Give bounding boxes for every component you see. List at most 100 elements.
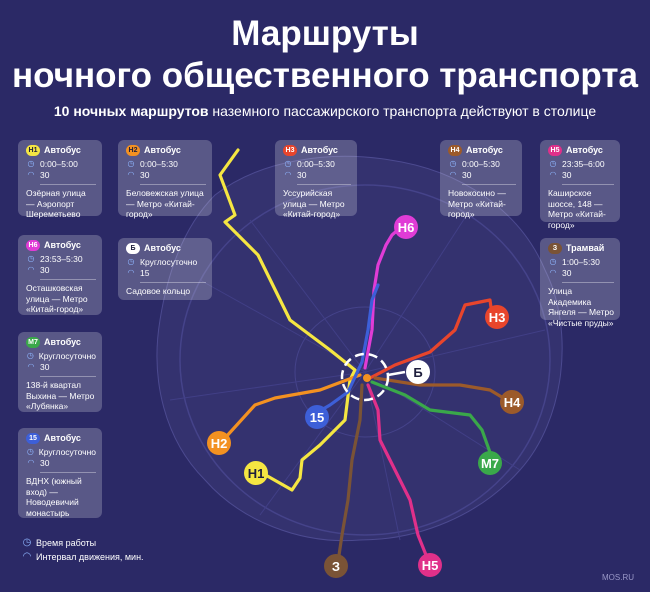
route-type: Автобус [566,145,603,156]
route-badge: Н1 [26,145,40,156]
route-line-m7 [370,380,494,460]
ttk-ring [294,306,436,438]
route-type: Автобус [144,145,181,156]
clock-icon: ◷ [127,159,135,169]
route-badge: Н2 [126,145,140,156]
clock-icon: ◷ [27,254,35,264]
route-hours: 23:53–5:30 [40,254,83,265]
route-interval: 30 [562,170,572,181]
marker-n2 [207,431,231,455]
route-type: Автобус [144,243,181,254]
route-desc: 138-й квартал Выхина — Метро «Лубянка» [26,380,95,411]
interval-icon: ◠ [549,268,557,278]
route-card-b: Б Автобус ◷ Круглосуточно ◠ 15 Садовое коль… [118,238,212,300]
clock-icon: ◷ [26,447,34,457]
route-line-z [336,383,364,564]
interval-icon: ◠ [449,170,457,180]
route-badge: Б [126,243,140,254]
route-hours: 0:00–5:00 [40,159,78,170]
clock-icon: ◷ [127,257,135,267]
legend-hours-label: Время работы [36,537,97,548]
page-subtitle: 10 ночных маршрутов наземного пассажирск… [0,103,650,120]
route-hours: 23:35–6:00 [562,159,605,170]
interval-icon: ◠ [22,551,32,562]
marker-b [406,360,430,384]
interval-icon: ◠ [127,170,135,180]
route-hours: Круглосуточно [140,257,198,268]
clock-icon: ◷ [27,159,35,169]
route-type: Автобус [44,240,81,251]
route-desc: Беловежская улица — Метро «Китай-город» [126,188,204,219]
clock-icon: ◷ [26,351,34,361]
route-hours: 0:00–5:30 [462,159,500,170]
route-badge: Н3 [283,145,297,156]
route-hours: 0:00–5:30 [297,159,335,170]
marker-n3 [485,305,509,329]
marker-z-label: З [332,559,340,574]
route-line-n1 [218,148,357,492]
route-line-n6 [363,226,402,370]
route-badge: 15 [26,433,40,444]
page-title-line2: ночного общественного транспорта [12,56,638,95]
interval-icon: ◠ [284,170,292,180]
marker-m7 [478,451,502,475]
route-badge: Н6 [26,240,40,251]
route-desc: Уссурийская улица — Метро «Китай-город» [283,188,345,219]
clock-icon: ◷ [22,537,32,548]
route-interval: 30 [40,170,50,181]
marker-n3-label: Н3 [489,310,506,325]
marker-n1 [244,461,268,485]
source-logo: MOS.RU [602,573,634,582]
interval-icon: ◠ [27,170,35,180]
route-interval: 30 [40,265,50,276]
marker-n6-label: Н6 [398,220,415,235]
route-type: Трамвай [566,243,605,254]
route-interval: 15 [140,268,150,279]
marker-n2-label: Н2 [211,436,228,451]
marker-n6 [394,215,418,239]
route-badge: М7 [26,337,40,348]
route-type: Автобус [44,337,81,348]
clock-icon: ◷ [284,159,292,169]
route-interval: 30 [140,170,150,181]
interval-icon: ◠ [127,268,135,278]
marker-15-label: 15 [310,410,324,425]
route-line-n4 [373,376,512,404]
page-title-line1: Маршруты [231,14,419,53]
route-desc: Садовое кольцо [126,286,191,296]
route-hours: Круглосуточно [38,447,96,458]
route-interval: 30 [462,170,472,181]
clock-icon: ◷ [549,159,557,169]
marker-n4 [500,390,524,414]
route-badge: Н4 [448,145,462,156]
legend-hours: ◷ Время работы [22,537,97,548]
route-desc: Новокосино — Метро «Китай-город» [448,188,506,219]
route-line-n3 [368,298,494,380]
interval-icon: ◠ [549,170,557,180]
marker-b-label: Б [413,365,422,380]
interval-icon: ◠ [27,362,35,372]
route-hours: 1:00–5:30 [562,257,600,268]
route-type: Автобус [44,433,81,444]
subtitle-bold: 10 ночных маршрутов [53,103,209,119]
route-desc: ВДНХ (южный вход) — Новодевичий монастыр… [26,476,82,518]
marker-15 [305,405,329,429]
route-desc: Улица Академика Янгеля — Метро «Чистые п… [548,286,614,328]
route-hours: 0:00–5:30 [140,159,178,170]
marker-n5-label: Н5 [422,558,439,573]
marker-n5 [418,553,442,577]
clock-icon: ◷ [449,159,457,169]
route-line-n5 [366,383,430,562]
city-outline [156,155,563,542]
route-interval: 30 [297,170,307,181]
subtitle-rest: наземного пассажирского транспорта дейст… [208,103,597,119]
